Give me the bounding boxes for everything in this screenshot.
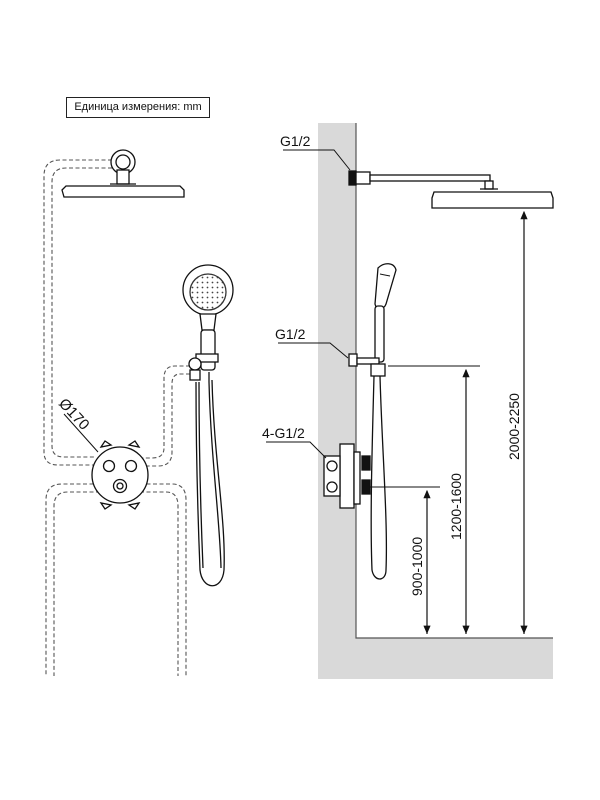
side-view: G1/2 G1/2 4-G1/2 2000-2250 1200-1600 900… <box>262 123 554 679</box>
dim-head-height: 2000-2250 <box>506 393 522 460</box>
overhead-shower-front <box>61 149 185 198</box>
dim-valve-height: 900-1000 <box>409 537 425 596</box>
thread-valve-label: 4-G1/2 <box>262 425 305 441</box>
dimension-lines <box>423 210 528 634</box>
thread-top-leader <box>283 149 351 171</box>
diameter-label: Ø170 <box>55 395 92 433</box>
wall <box>318 123 553 679</box>
thread-valve-leader <box>266 441 327 459</box>
unit-note: Единица измерения: mm <box>66 97 210 118</box>
thread-top-label: G1/2 <box>280 133 311 149</box>
hand-shower-front <box>182 264 234 587</box>
overhead-shower-side <box>348 170 554 209</box>
diameter-callout: Ø170 <box>55 395 99 453</box>
thread-mid-leader <box>278 342 349 359</box>
thread-mid-label: G1/2 <box>275 326 306 342</box>
thread-callouts <box>266 149 351 459</box>
front-view: Ø170 <box>43 149 234 676</box>
dim-holder-height: 1200-1600 <box>448 473 464 540</box>
valve-front <box>91 440 149 510</box>
hand-shower-side <box>348 263 397 580</box>
concealed-pipes <box>43 159 190 676</box>
valve-side <box>323 443 371 509</box>
